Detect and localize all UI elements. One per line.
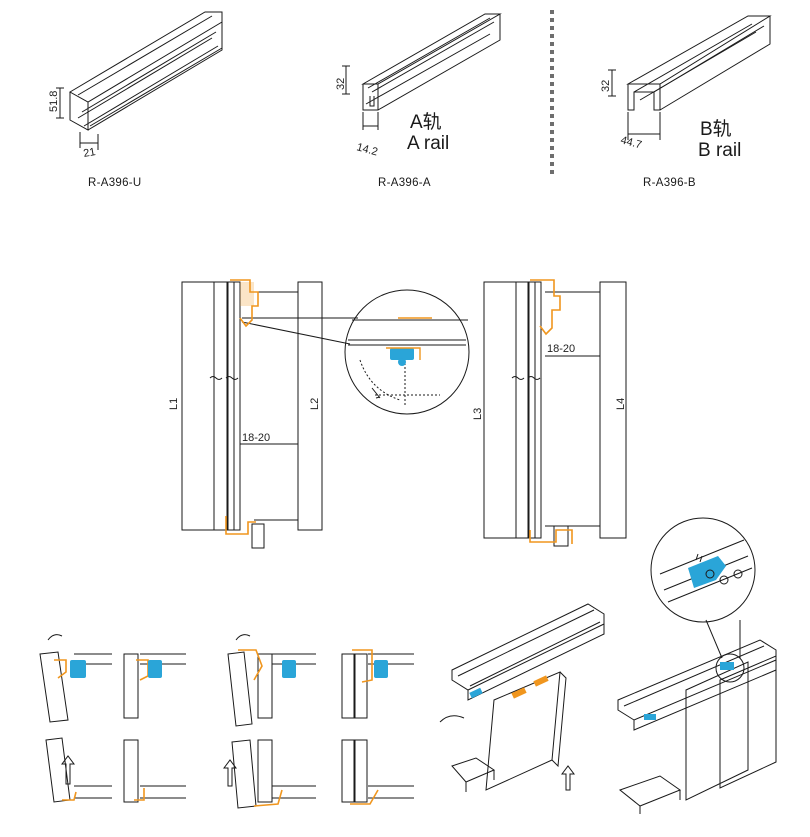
profile-u-code: R-A396-U xyxy=(88,177,142,189)
profile-u-height: 51.8 xyxy=(48,91,60,112)
profile-b-width: 44.7 xyxy=(619,134,643,151)
profile-a-code: R-A396-A xyxy=(378,177,431,189)
dotted-separator xyxy=(550,10,554,175)
dim-l4: L4 xyxy=(615,398,627,410)
profile-a-height: 32 xyxy=(335,78,347,90)
dim-l3: L3 xyxy=(472,408,484,420)
dim-gap-left: 18-20 xyxy=(242,432,270,444)
profile-a-width: 14.2 xyxy=(355,141,379,158)
profile-u-width: 21 xyxy=(82,146,96,160)
dim-gap-right: 18-20 xyxy=(547,343,575,355)
dim-l1: L1 xyxy=(168,398,180,410)
profile-b-height: 32 xyxy=(600,80,612,92)
profile-b-label-cn: B轨 xyxy=(700,119,732,140)
profile-a-label-cn: A轨 xyxy=(410,112,442,133)
dim-l2: L2 xyxy=(309,398,321,410)
profile-b-label-en: B rail xyxy=(698,140,742,161)
profile-b-code: R-A396-B xyxy=(643,177,696,189)
profile-a-label-en: A rail xyxy=(407,133,450,154)
